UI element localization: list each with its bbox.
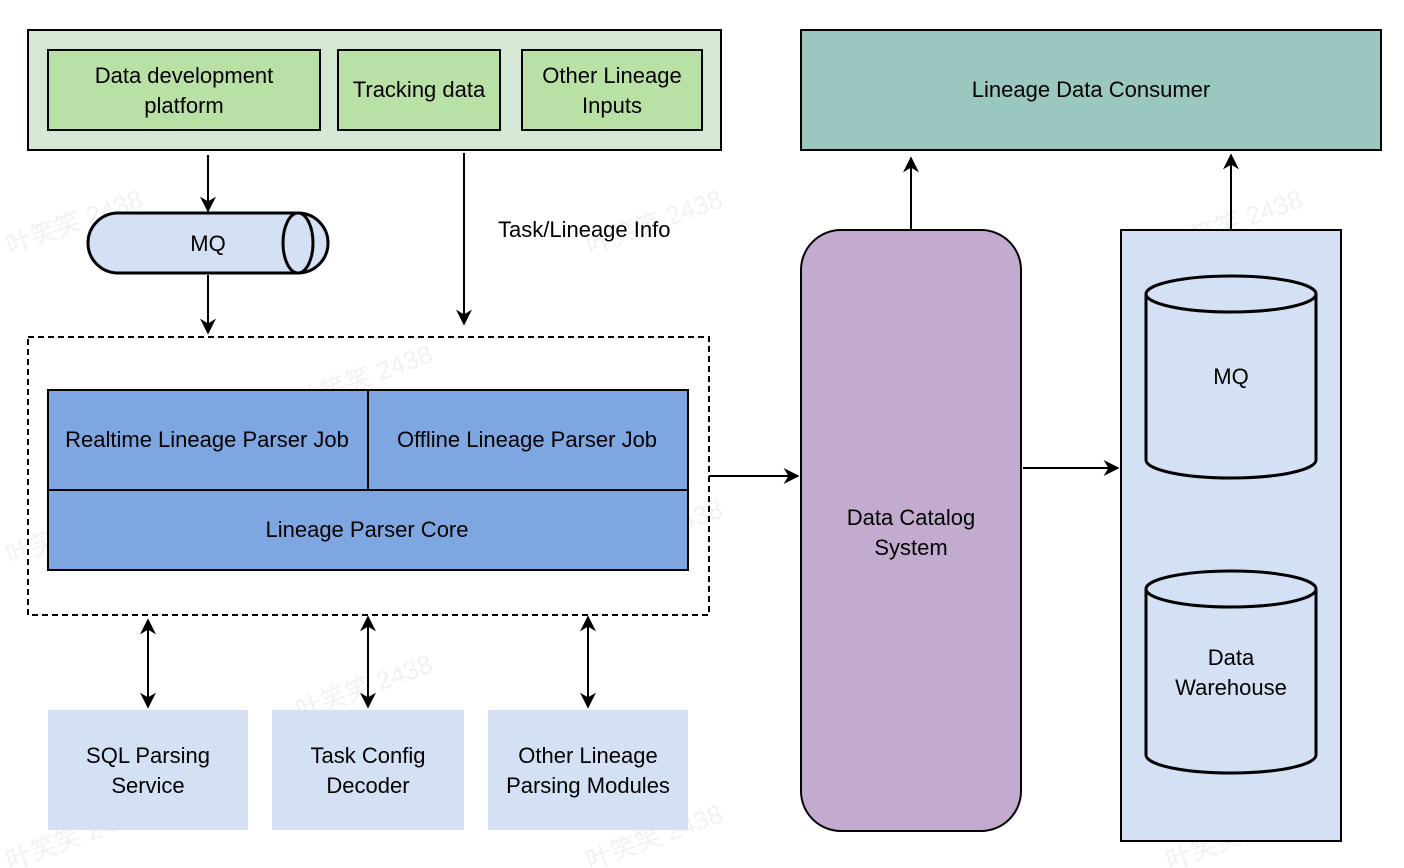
other-lineage-inputs-node[interactable]: Other Lineage Inputs — [521, 49, 703, 131]
data-warehouse-node[interactable]: Data Warehouse — [1144, 569, 1318, 775]
node-label: SQL Parsing — [86, 743, 210, 768]
realtime-parser-job[interactable]: Realtime Lineage Parser Job — [65, 427, 349, 452]
mq-queue-node[interactable]: MQ — [86, 211, 330, 275]
lineage-data-consumer-node[interactable]: Lineage Data Consumer — [800, 29, 1382, 151]
storage-group: MQ Data Warehouse — [1120, 229, 1342, 842]
tracking-data-node[interactable]: Tracking data — [337, 49, 501, 131]
node-label: Lineage Data Consumer — [972, 77, 1210, 102]
node-label: MQ — [1213, 364, 1248, 389]
offline-parser-job[interactable]: Offline Lineage Parser Job — [397, 427, 657, 452]
node-label: Tracking data — [353, 77, 486, 102]
node-label: Task Config — [311, 743, 426, 768]
node-label: Data — [1208, 645, 1255, 670]
node-label: Data development — [95, 63, 274, 88]
node-label: Warehouse — [1175, 675, 1287, 700]
node-label: Other Lineage — [542, 63, 681, 88]
lineage-inputs-group: Data development platform Tracking data … — [27, 29, 722, 151]
data-catalog-system-node[interactable]: Data Catalog System — [800, 229, 1022, 832]
lineage-parser-core[interactable]: Lineage Parser Core — [265, 517, 468, 542]
node-label: Other Lineage — [518, 743, 657, 768]
node-label: System — [874, 535, 947, 560]
parser-block: Realtime Lineage Parser Job Offline Line… — [47, 389, 689, 571]
task-config-decoder-node[interactable]: Task Config Decoder — [272, 710, 464, 830]
node-label: Inputs — [582, 93, 642, 118]
edge-label-task-lineage-info: Task/Lineage Info — [498, 217, 670, 242]
storage-mq-node[interactable]: MQ — [1144, 274, 1318, 480]
data-development-platform-node[interactable]: Data development platform — [47, 49, 321, 131]
sql-parsing-service-node[interactable]: SQL Parsing Service — [48, 710, 248, 830]
node-label: Parsing Modules — [506, 773, 670, 798]
node-label: platform — [144, 93, 223, 118]
node-label: Service — [111, 773, 184, 798]
node-label: MQ — [190, 231, 225, 256]
node-label: Data Catalog — [847, 505, 975, 530]
other-parsing-modules-node[interactable]: Other Lineage Parsing Modules — [488, 710, 688, 830]
node-label: Decoder — [326, 773, 409, 798]
